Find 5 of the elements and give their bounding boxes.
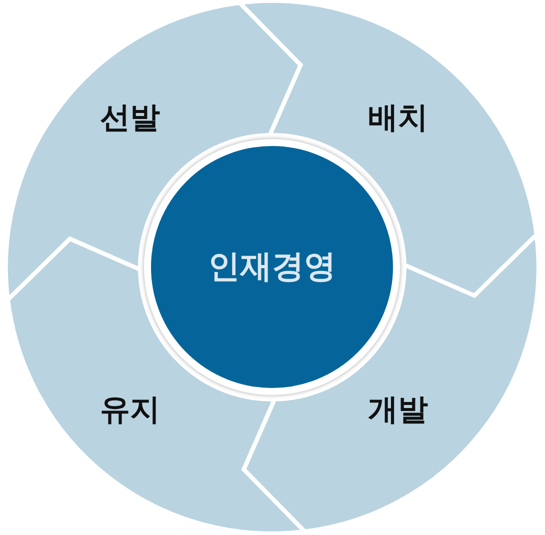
- segment-label: 배치: [368, 99, 428, 138]
- segment-label: 유지: [100, 391, 160, 430]
- center-label: 인재경영: [208, 246, 336, 287]
- segment-label: 선발: [100, 99, 160, 138]
- segment-label: 개발: [368, 391, 428, 430]
